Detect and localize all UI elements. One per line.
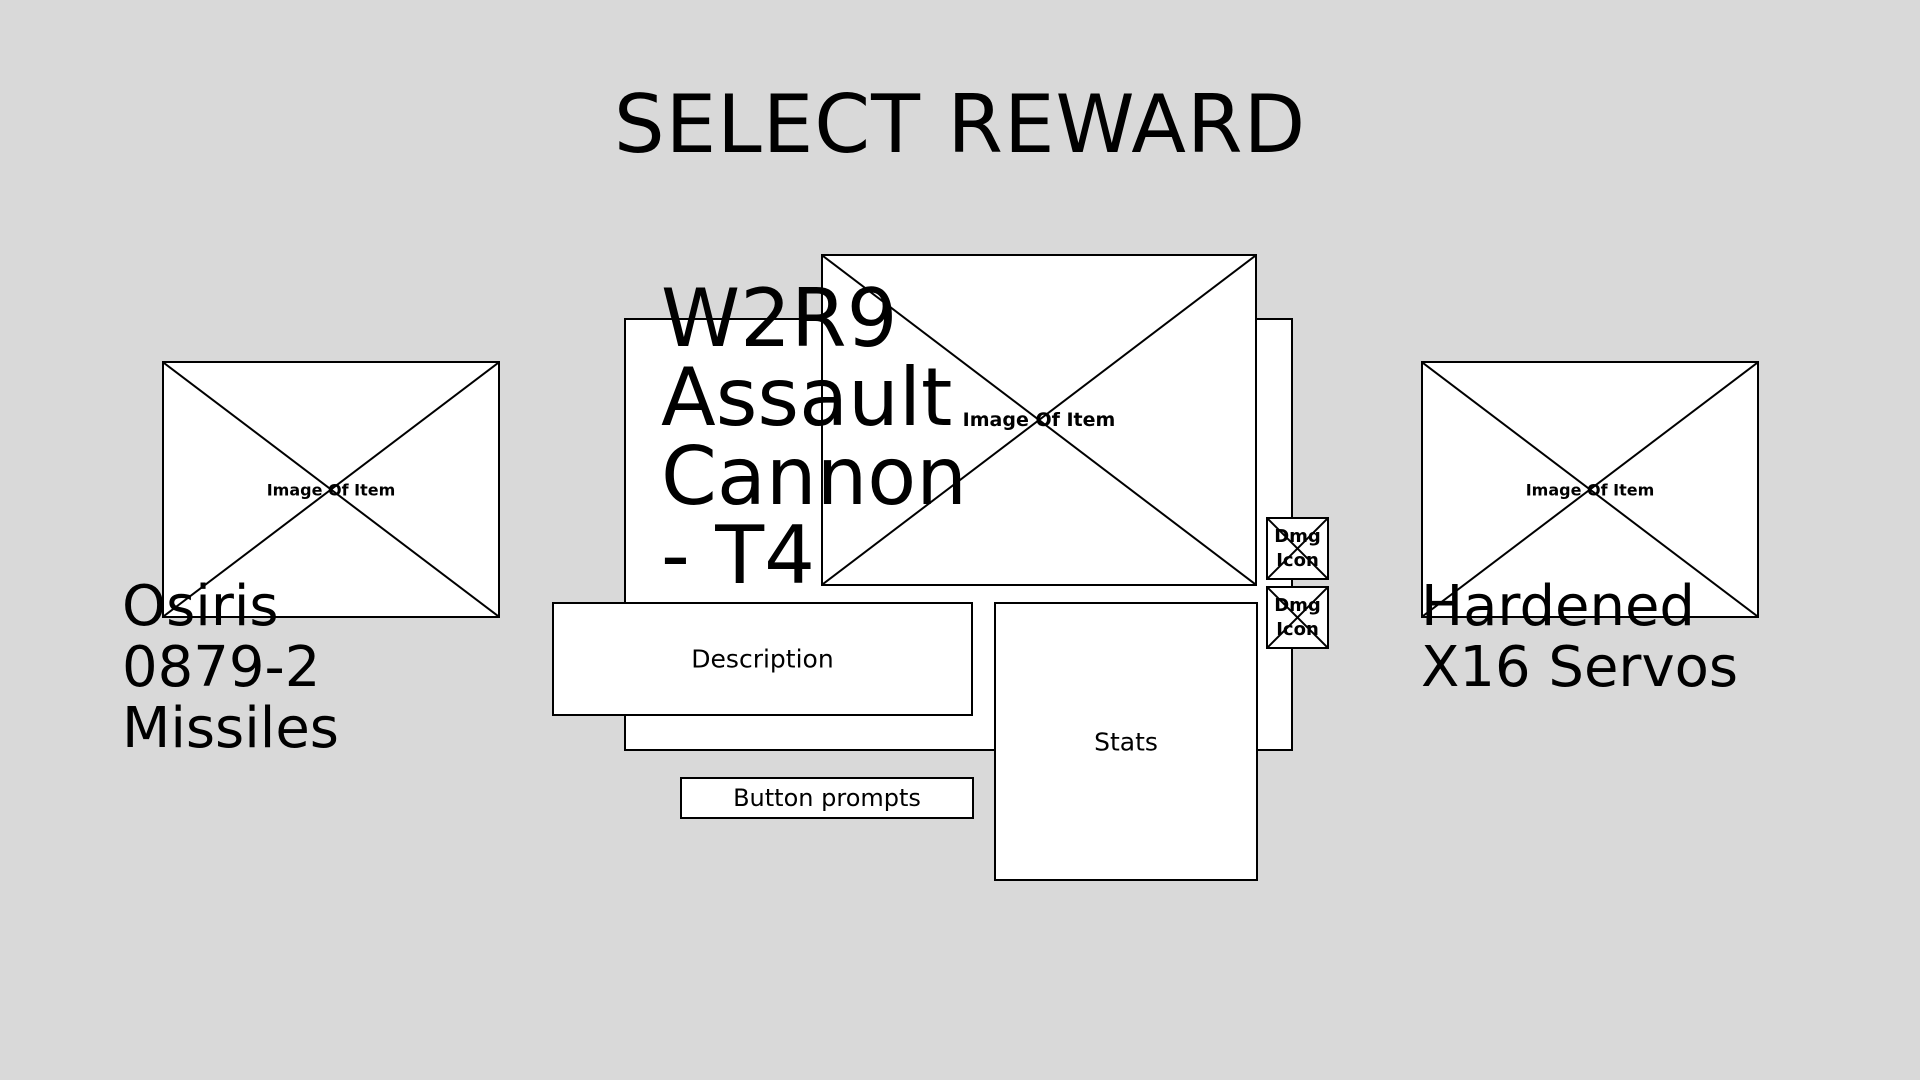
item-image-placeholder: Image Of Item	[162, 361, 500, 618]
reward-name-line: Osiris	[122, 574, 279, 639]
description-label: Description	[691, 644, 834, 674]
reward-name-line: Cannon	[661, 430, 967, 523]
button-prompts-label: Button prompts	[733, 784, 921, 812]
dmg-icon: Dmg Icon	[1266, 517, 1329, 580]
reward-name: W2R9 Assault Cannon - T4	[661, 272, 967, 602]
stats-label: Stats	[1094, 727, 1158, 756]
dmg-icon-label-line: Dmg	[1274, 594, 1321, 616]
description-box: Description	[552, 602, 973, 716]
button-prompts[interactable]: Button prompts	[680, 777, 974, 819]
dmg-icon-label-line: Icon	[1276, 549, 1319, 571]
image-label: Image Of Item	[266, 480, 396, 499]
reward-name: Hardened X16 Servos	[1421, 576, 1738, 698]
image-placeholder-icon	[164, 363, 498, 616]
dmg-icon-label-line: Icon	[1276, 618, 1319, 640]
page-title: SELECT REWARD	[613, 78, 1307, 171]
reward-name: Osiris 0879-2 Missiles	[122, 576, 339, 759]
dmg-icon-label-line: Dmg	[1274, 525, 1321, 547]
stats-box: Stats	[994, 602, 1258, 881]
image-placeholder-icon	[1423, 363, 1757, 616]
reward-name-line: 0879-2	[122, 635, 321, 700]
reward-name-line: - T4	[661, 509, 816, 602]
reward-name-line: W2R9	[661, 272, 898, 365]
item-image-placeholder: Image Of Item	[821, 254, 1257, 586]
damage-type-icon	[1268, 519, 1327, 578]
damage-type-icon	[1268, 588, 1327, 647]
image-label: Image Of Item	[962, 409, 1116, 431]
reward-name-line: Assault	[661, 351, 953, 444]
dmg-icon-label: Dmg Icon	[1268, 525, 1327, 573]
reward-name-line: X16 Servos	[1421, 635, 1739, 700]
dmg-icon-label: Dmg Icon	[1268, 594, 1327, 642]
image-placeholder-icon	[823, 256, 1255, 584]
image-label: Image Of Item	[1525, 480, 1655, 499]
dmg-icon: Dmg Icon	[1266, 586, 1329, 649]
reward-name-line: Hardened	[1421, 574, 1695, 639]
item-image-placeholder: Image Of Item	[1421, 361, 1759, 618]
reward-name-line: Missiles	[122, 696, 339, 761]
